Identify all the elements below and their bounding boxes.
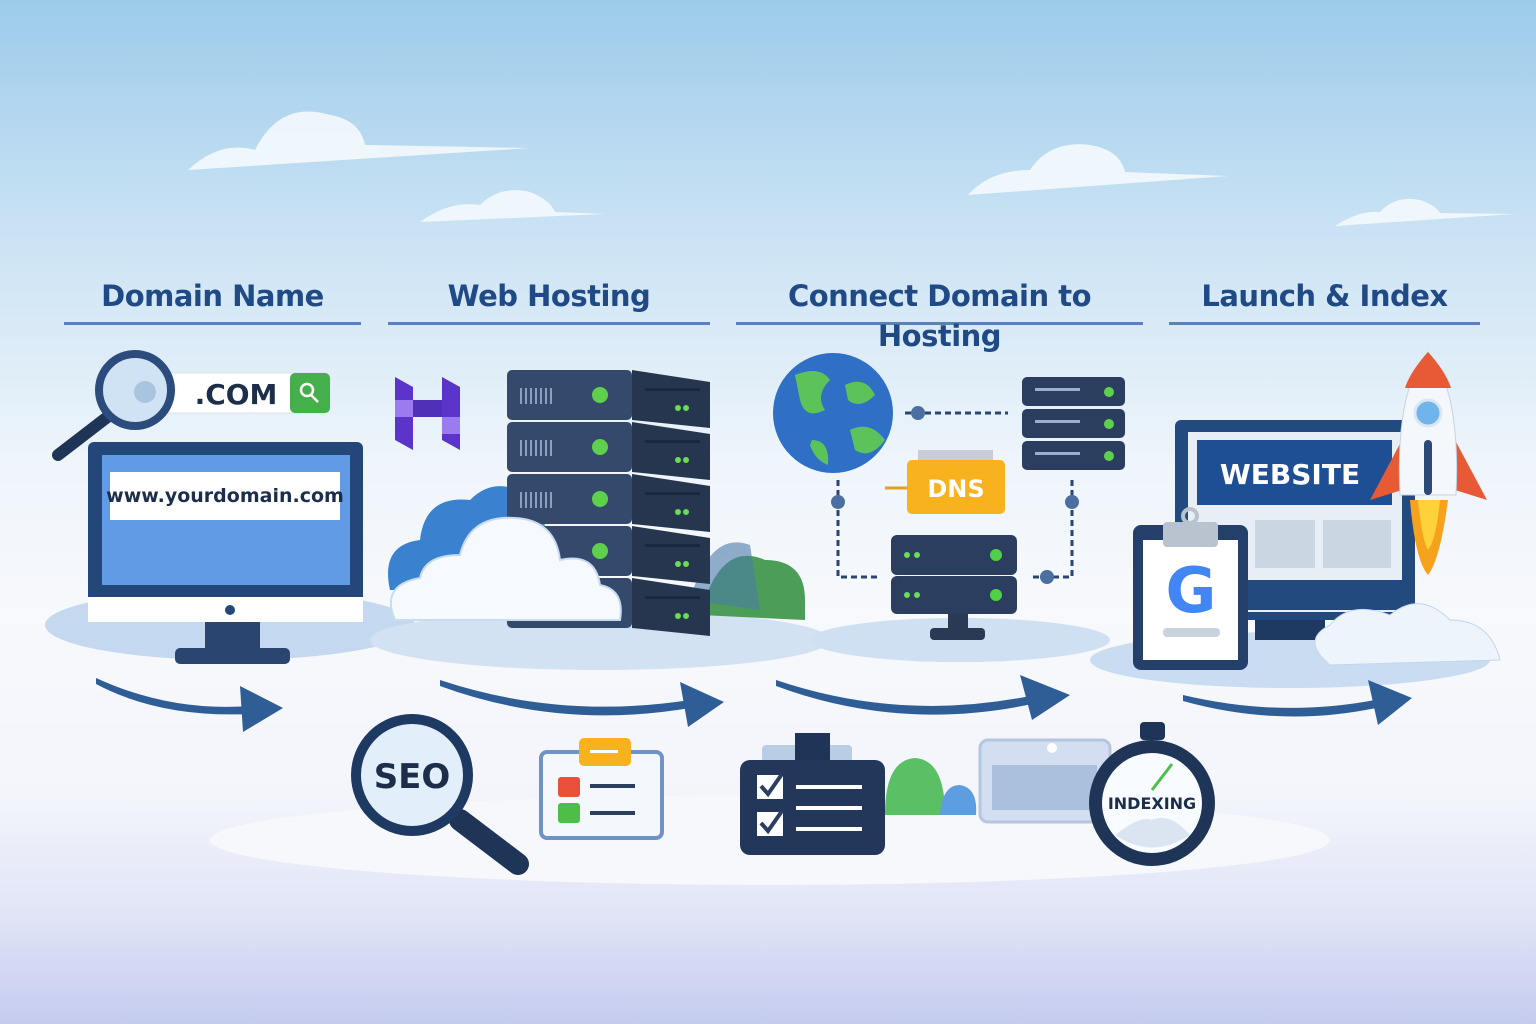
domain-search-bar: .COM — [159, 372, 331, 414]
globe-icon — [773, 353, 893, 473]
step-heading-launch-index: Launch & Index — [1169, 276, 1480, 325]
stopwatch-icon: INDEXING — [1089, 722, 1215, 866]
dns-server-unit — [1022, 377, 1125, 406]
website-label: WEBSITE — [1220, 458, 1360, 491]
white-cloud — [390, 516, 622, 621]
checklist-card-icon — [539, 738, 664, 840]
arrow-4 — [1183, 680, 1412, 725]
dns-server-unit — [1022, 441, 1125, 470]
seo-label: SEO — [374, 757, 451, 797]
url-text: www.yourdomain.com — [106, 485, 344, 507]
server-unit — [507, 474, 710, 532]
connection-nodes — [831, 406, 1079, 584]
hosting-logo-icon — [395, 377, 460, 450]
bushes — [885, 758, 977, 815]
rocket-icon — [1314, 351, 1501, 666]
google-clipboard: G — [1133, 507, 1248, 670]
server-unit — [507, 370, 710, 428]
tld-text: .COM — [195, 378, 278, 411]
dns-server-unit — [1022, 409, 1125, 438]
server-unit — [507, 422, 710, 480]
step-heading-web-hosting: Web Hosting — [388, 276, 710, 325]
dns-folder: DNS — [885, 450, 1005, 514]
domain-monitor: www.yourdomain.com — [88, 442, 363, 664]
task-clipboard-icon — [740, 733, 885, 855]
search-icon — [299, 382, 319, 403]
arrow-1 — [96, 678, 283, 732]
magnifier-icon — [52, 350, 175, 461]
seo-magnifier-icon: SEO — [351, 714, 529, 875]
indexing-label: INDEXING — [1108, 794, 1196, 813]
host-server-icon — [891, 535, 1017, 640]
dns-servers-icon — [1022, 377, 1125, 470]
google-logo-icon: G — [1166, 554, 1217, 627]
step-heading-connect-domain: Connect Domain to Hosting — [736, 276, 1143, 353]
step-heading-domain-name: Domain Name — [64, 276, 361, 325]
arrow-3 — [776, 675, 1070, 720]
arrow-2 — [440, 680, 724, 727]
dns-label: DNS — [927, 475, 984, 503]
search-button — [290, 373, 330, 413]
sky-clouds — [188, 111, 1515, 226]
flow-arrows — [96, 675, 1412, 732]
